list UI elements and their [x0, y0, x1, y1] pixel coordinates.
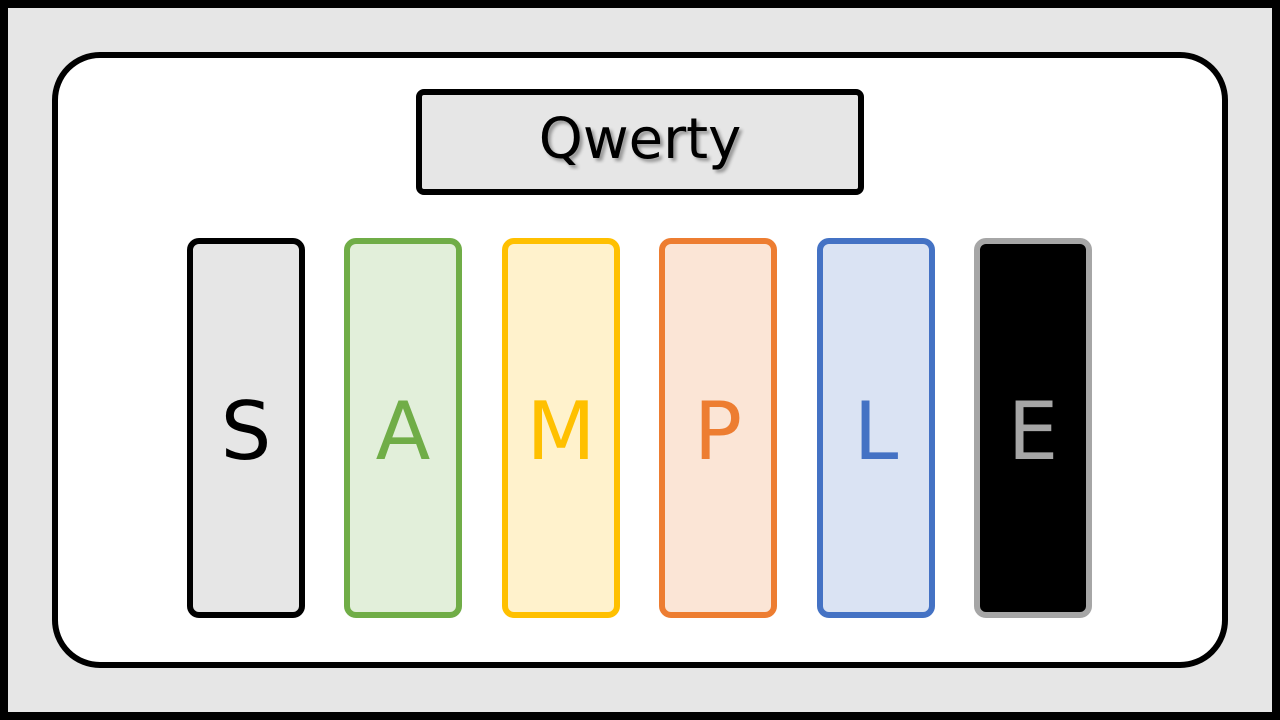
- bar-p: P: [659, 238, 777, 618]
- bar-letter: P: [693, 385, 743, 478]
- bar-letter: M: [526, 385, 596, 478]
- bar-a: A: [344, 238, 462, 618]
- title-box: Qwerty: [416, 89, 864, 195]
- bar-letter: L: [853, 385, 899, 478]
- bar-l: L: [817, 238, 935, 618]
- bar-e: E: [974, 238, 1092, 618]
- bar-m: M: [502, 238, 620, 618]
- bar-letter: S: [220, 385, 272, 478]
- bar-letter: E: [1007, 385, 1059, 478]
- title-text: Qwerty: [538, 107, 742, 172]
- bar-letter: A: [375, 385, 431, 478]
- bar-s: S: [187, 238, 305, 618]
